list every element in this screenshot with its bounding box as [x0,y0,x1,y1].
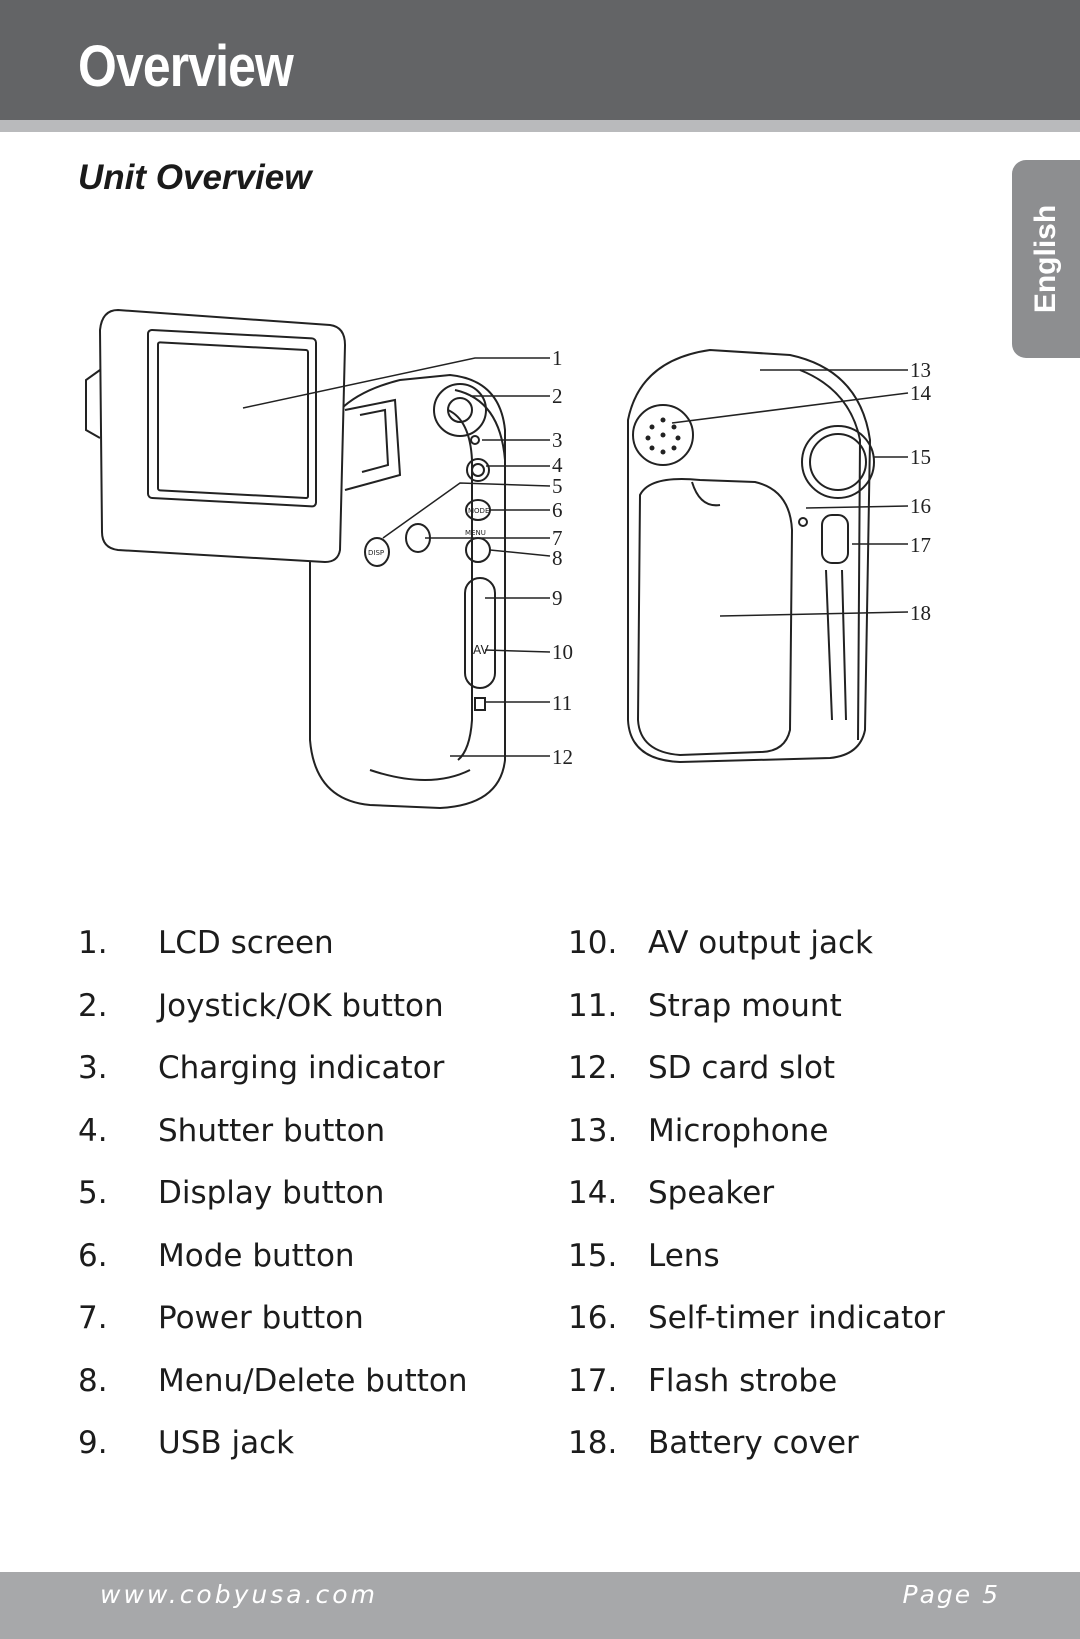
menu-marking: MENU [465,529,486,537]
item-label: Joystick/OK button [158,987,444,1024]
item-number: 4. [78,1112,108,1149]
self-timer-indicator [798,517,808,527]
disp-marking: DISP [368,549,384,557]
item-number: 15. [568,1237,618,1274]
camcorder-diagram: AV MENU MODE DISP 1 2 3 4 5 6 7 8 9 10 [85,308,932,810]
item-label: Shutter button [158,1112,386,1149]
item-number: 10. [568,925,618,961]
language-tab[interactable]: English [1012,160,1080,358]
item-label: Charging indicator [158,1050,445,1086]
item-label: USB jack [158,1425,295,1461]
callout-12: 12 [552,745,573,769]
flash-strobe [821,514,849,564]
callout-14: 14 [910,381,932,405]
lens-outer [801,425,875,499]
item-number: 6. [78,1237,108,1274]
callout-11: 11 [552,691,572,715]
callout-3: 3 [552,428,563,452]
item-number: 12. [568,1050,618,1086]
item-number: 1. [78,925,108,961]
callout-2: 2 [552,384,563,408]
page-number: Page 5 [902,1580,1000,1609]
callout-9: 9 [552,586,563,610]
item-label: Strap mount [648,987,842,1024]
callout-7: 7 [552,526,563,550]
speaker-grille [632,404,694,466]
callout-5: 5 [552,474,563,498]
item-number: 18. [568,1425,618,1461]
callout-16: 16 [910,494,931,518]
header-bar [0,0,1080,120]
item-label: AV output jack [648,925,873,961]
item-number: 7. [78,1300,108,1336]
item-number: 11. [568,987,618,1024]
callout-8: 8 [552,546,563,570]
item-label: Display button [158,1175,385,1211]
av-marking: AV [473,643,489,657]
item-label: Lens [648,1237,720,1274]
callout-1: 1 [552,346,563,370]
callout-6: 6 [552,498,563,522]
callout-4: 4 [552,453,563,477]
display-button [364,537,390,567]
item-number: 3. [78,1050,108,1086]
charging-indicator [470,435,480,445]
footer-bar [0,1572,1080,1639]
item-label: Battery cover [648,1425,859,1461]
lens-inner [809,433,867,491]
header-divider [0,120,1080,132]
button-panel [447,409,473,761]
callout-13: 13 [910,358,931,382]
item-number: 2. [78,987,108,1024]
port-cover [464,577,496,689]
language-tab-label: English [1029,204,1062,314]
item-number: 13. [568,1112,618,1149]
item-label: Microphone [648,1112,829,1149]
lcd-screen [147,328,317,508]
mode-marking: MODE [468,507,489,515]
footer-website-link[interactable]: www.cobyusa.com [100,1580,378,1609]
item-label: LCD screen [158,925,334,961]
camera-body-left [309,373,506,810]
item-label: SD card slot [648,1050,836,1086]
item-number: 5. [78,1175,108,1211]
lcd-hinge [85,369,101,439]
item-number: 9. [78,1425,108,1461]
callout-18: 18 [910,601,931,625]
item-number: 14. [568,1175,618,1211]
item-number: 16. [568,1300,618,1336]
item-label: Mode button [158,1237,355,1274]
item-label: Menu/Delete button [158,1362,468,1399]
joystick [433,383,487,437]
shutter-button [466,458,490,482]
callout-15: 15 [910,445,931,469]
item-label: Self-timer indicator [648,1300,945,1336]
callout-17: 17 [910,533,931,557]
item-number: 8. [78,1362,108,1399]
item-label: Power button [158,1300,364,1336]
callout-10: 10 [552,640,573,664]
camera-body-side [454,389,506,760]
item-label: Speaker [648,1175,775,1211]
item-label: Flash strobe [648,1362,838,1399]
battery-cover [636,478,794,757]
page-title: Overview [78,34,294,99]
section-title: Unit Overview [78,158,312,197]
item-number: 17. [568,1362,618,1399]
